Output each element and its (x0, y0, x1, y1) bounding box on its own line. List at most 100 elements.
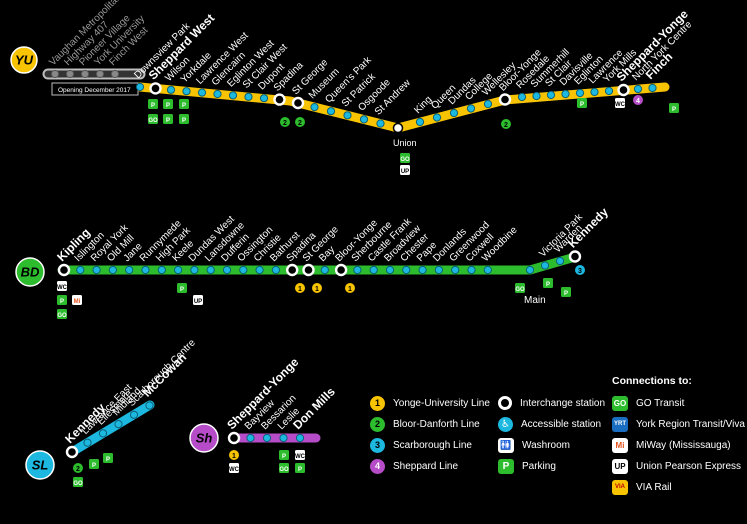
station-label: Don Mills (290, 384, 338, 432)
station-marker (108, 265, 118, 275)
svg-text:YU: YU (15, 53, 34, 68)
station-marker (222, 265, 232, 275)
legend-line-4: 4 Sheppard Line (370, 458, 458, 474)
svg-text:Mi: Mi (74, 299, 81, 305)
station-main[interactable]: Main (524, 265, 546, 306)
sh-line-badge: Sh (189, 423, 219, 453)
svg-text:3: 3 (578, 268, 582, 275)
station-label: Union (393, 138, 417, 148)
bd-line-badge: BD (15, 257, 45, 287)
parking-icon: P (103, 453, 113, 463)
legend-miway-label: MiWay (Mississauga) (636, 439, 731, 451)
station-marker (65, 69, 75, 79)
svg-text:BD: BD (21, 265, 40, 280)
station-marker (271, 265, 280, 275)
parking-icon: P (163, 114, 173, 124)
go-transit-icon: GO (57, 309, 67, 319)
station-marker (262, 433, 272, 443)
station-marker (376, 119, 385, 128)
interchange-marker (149, 82, 162, 95)
station-marker (98, 429, 108, 438)
station-marker (92, 265, 101, 275)
legend-line-2: 2 Bloor-Danforth Line (370, 416, 480, 432)
line-3-icon: 3 (370, 437, 385, 453)
station-marker (135, 82, 145, 92)
interchange-marker (291, 96, 305, 110)
legend-up: UP Union Pearson Express (612, 458, 741, 474)
station-marker (525, 265, 535, 275)
station-marker (206, 265, 215, 275)
go-transit-icon: GO (400, 153, 410, 163)
station-union[interactable]: Union (392, 122, 417, 149)
legend-via-label: VIA Rail (636, 481, 672, 493)
svg-text:GO: GO (57, 313, 67, 319)
washroom-icon: WC (295, 450, 306, 460)
station-marker (402, 265, 411, 275)
legend-line-1: 1 Yonge-University Line (370, 395, 490, 411)
interchange-marker (273, 93, 286, 106)
line-1-icon: 1 (312, 283, 322, 293)
station-marker (590, 87, 599, 97)
washroom-icon: WC (57, 281, 68, 291)
legend-line-3: 3 Scarborough Line (370, 437, 472, 453)
station-marker (279, 433, 288, 443)
svg-text:WC: WC (57, 285, 68, 291)
station-marker (157, 265, 166, 275)
go-transit-icon: GO (73, 477, 83, 487)
station-marker (80, 69, 90, 79)
legend-parking: P Parking (498, 458, 556, 474)
sl-line-badge: SL (25, 450, 55, 480)
station-marker (310, 103, 319, 112)
legend-washroom: 🚻 Washroom (498, 437, 570, 453)
legend-go: GO GO Transit (612, 395, 684, 411)
legend-yrt: YRT York Region Transit/Viva (612, 416, 745, 432)
station-label: McCowan (140, 350, 190, 400)
station-marker (359, 115, 369, 124)
station-marker (182, 87, 191, 96)
interchange-marker (57, 263, 71, 277)
yu-line-badge: YU (10, 46, 38, 74)
station-marker (166, 85, 176, 94)
station-marker (353, 265, 362, 275)
station-kennedy[interactable]: Kennedy (565, 205, 611, 263)
yrt-icon: YRT (612, 416, 628, 432)
go-transit-icon: GO (612, 395, 628, 411)
parking-icon: P (561, 287, 571, 297)
legend-line-3-label: Scarborough Line (393, 439, 472, 451)
station-marker (95, 69, 105, 79)
svg-text:P: P (166, 103, 170, 109)
svg-text:Sh: Sh (196, 431, 213, 446)
station-marker (110, 69, 120, 79)
legend-go-label: GO Transit (636, 397, 685, 409)
station-marker (418, 265, 427, 275)
legend-via: VIA VIA Rail (612, 479, 672, 495)
parking-icon: P (543, 278, 553, 288)
svg-text:2: 2 (298, 120, 302, 127)
legend-accessible: ♿ Accessible station (498, 416, 601, 432)
station-marker (369, 265, 378, 275)
washroom-icon: WC (229, 463, 240, 473)
parking-icon: P (163, 99, 173, 109)
svg-text:P: P (182, 103, 186, 109)
interchange-marker (227, 431, 241, 445)
station-marker (532, 91, 541, 101)
legend-interchange-label: Interchange station (520, 397, 606, 409)
station-marker (114, 420, 123, 429)
station-marker (246, 433, 255, 443)
parking-icon: P (577, 98, 587, 108)
interchange-marker (568, 250, 582, 263)
station-marker (467, 265, 476, 275)
svg-text:2: 2 (504, 122, 508, 129)
station-marker (343, 111, 352, 120)
station-marker (415, 117, 425, 127)
svg-text:P: P (92, 463, 96, 469)
miway-icon: Mi (612, 437, 628, 453)
svg-text:GO: GO (73, 481, 83, 487)
parking-icon: P (295, 463, 305, 473)
connections-title: Connections to: (612, 375, 692, 387)
svg-text:GO: GO (279, 467, 289, 473)
interchange-marker (302, 263, 315, 277)
svg-text:SL: SL (32, 458, 49, 473)
